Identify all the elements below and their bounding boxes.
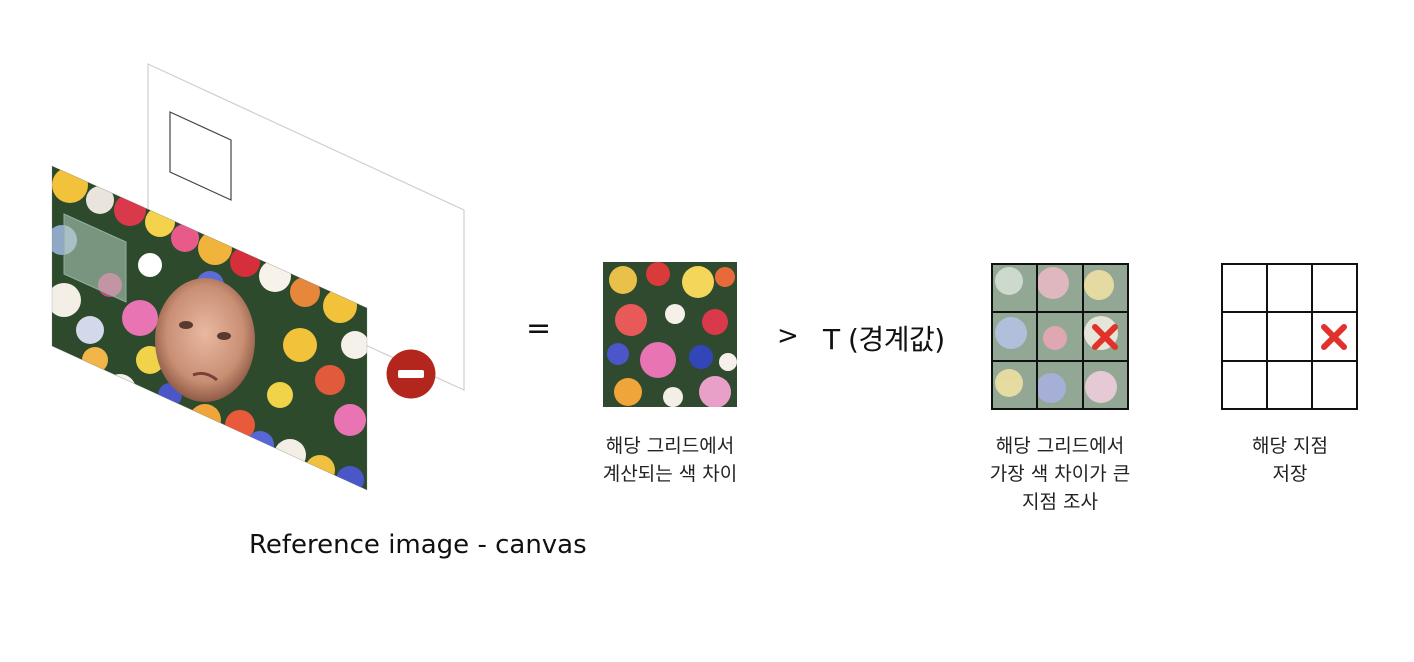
save-point-caption-line-1: 해당 지점 [1252, 435, 1328, 457]
save-point-caption: 해당 지점 저장 [1220, 432, 1360, 488]
max-point-caption-line-3: 지점 조사 [1022, 491, 1098, 513]
max-difference-grid [991, 263, 1129, 410]
difference-caption: 해당 그리드에서 계산되는 색 차이 [585, 432, 755, 488]
x-mark-icon [1092, 324, 1118, 350]
saved-point-grid [1221, 263, 1358, 410]
equals-symbol: = [526, 311, 552, 346]
greater-than-symbol: > [777, 321, 799, 351]
threshold-label: T (경계값) [823, 323, 945, 356]
max-point-caption: 해당 그리드에서 가장 색 차이가 큰 지점 조사 [965, 432, 1155, 516]
max-point-caption-line-2: 가장 색 차이가 큰 [989, 463, 1131, 485]
difference-caption-line-1: 해당 그리드에서 [605, 435, 735, 457]
reference-caption: Reference image - canvas [249, 530, 587, 560]
difference-caption-line-2: 계산되는 색 차이 [602, 463, 738, 485]
stacked-planes-illustration [51, 63, 465, 491]
save-point-caption-line-2: 저장 [1272, 463, 1308, 485]
difference-patch-image [603, 262, 737, 407]
max-point-caption-line-1: 해당 그리드에서 [995, 435, 1125, 457]
canvas-grid-cell [169, 111, 232, 201]
x-mark-icon [1321, 324, 1347, 350]
minus-circle-icon [386, 349, 436, 399]
